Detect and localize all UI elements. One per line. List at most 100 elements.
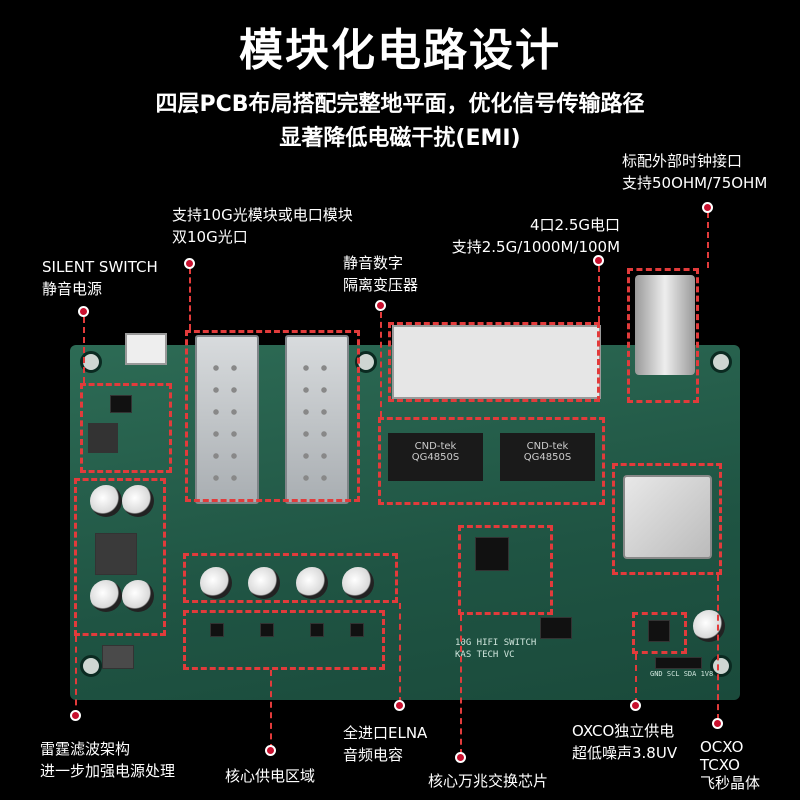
highlight-audio-caps [183, 553, 398, 603]
highlight-transformers [378, 417, 605, 505]
callout-line: OXCO独立供电 [572, 722, 675, 740]
header-pin-labels: GND SCL SDA 1V8 [650, 670, 714, 678]
rj45-port-block [392, 325, 601, 399]
highlight-ocxo-power [632, 612, 687, 654]
callout-crystal: OCXO TCXO 飞秒晶体 [700, 738, 760, 792]
pin-header [655, 657, 702, 669]
mounting-hole [710, 655, 732, 677]
audio-capacitor [248, 567, 280, 599]
regulator [260, 623, 274, 637]
callout-pin [593, 255, 604, 266]
callout-line: 全进口ELNA [343, 724, 428, 742]
callout-line: 飞秒晶体 [700, 774, 761, 792]
filter-capacitor [122, 580, 154, 612]
xfmr-brand: CND-tek [414, 441, 457, 452]
mounting-hole [80, 655, 102, 677]
leader-line [717, 575, 719, 720]
callout-line: 核心万兆交换芯片 [428, 772, 549, 790]
pcb-board: CND-tek QG4850S CND-tek QG4850S 10G HIFI… [70, 275, 740, 700]
isolation-transformer-2: CND-tek QG4850S [500, 433, 595, 481]
subtitle-line-2: 显著降低电磁干扰(EMI) [279, 126, 521, 151]
usb-c-port [125, 333, 167, 365]
xfmr-model: QG4850S [523, 452, 572, 463]
board-silkscreen: 10G HIFI SWITCH [455, 638, 537, 648]
ic-chip [540, 617, 572, 639]
callout-pin [394, 700, 405, 711]
ocxo-capacitor [693, 610, 725, 642]
regulator [350, 623, 364, 637]
callout-optical-ports: 支持10G光模块或电口模块 双10G光口 [172, 204, 353, 248]
callout-switch-chip: 核心万兆交换芯片 [428, 770, 548, 792]
xfmr-brand: CND-tek [526, 441, 569, 452]
leader-line [83, 317, 85, 383]
callout-silent-switch: SILENT SWITCH 静音电源 [42, 256, 158, 300]
leader-line [460, 615, 462, 755]
mounting-hole [710, 351, 732, 373]
callout-line: 隔离变压器 [343, 276, 419, 294]
power-module [102, 645, 134, 669]
board-silkscreen-2: KAS TECH VC [455, 650, 515, 660]
bnc-clock-connector [635, 275, 695, 375]
callout-pin [375, 300, 386, 311]
callout-pin [702, 202, 713, 213]
callout-pin [70, 710, 81, 721]
highlight-ocxo [612, 463, 722, 575]
ocxo-oscillator [623, 475, 712, 559]
highlight-rj45 [388, 322, 600, 402]
callout-core-power: 核心供电区域 [225, 765, 315, 787]
callout-line: 静音数字 [343, 254, 404, 272]
callout-line: 核心供电区域 [225, 767, 316, 785]
audio-capacitor [200, 567, 232, 599]
callout-pin [78, 306, 89, 317]
callout-line: 标配外部时钟接口 [622, 152, 743, 170]
callout-line: 静音电源 [42, 280, 103, 298]
regulator [210, 623, 224, 637]
filter-capacitor [90, 580, 122, 612]
page-title: 模块化电路设计 [239, 25, 561, 76]
highlight-switch-chip [458, 525, 553, 615]
mounting-hole [80, 351, 102, 373]
callout-pin [630, 700, 641, 711]
audio-capacitor [342, 567, 374, 599]
callout-line: 进一步加强电源处理 [40, 762, 176, 780]
callout-line: 音频电容 [343, 746, 404, 764]
callout-clock: 标配外部时钟接口 支持50OHM/75OHM [622, 150, 767, 194]
regulator [310, 623, 324, 637]
leader-line [75, 636, 77, 716]
switch-chip [475, 537, 509, 571]
callout-pin [184, 258, 195, 269]
ocxo-regulator [648, 620, 670, 642]
xfmr-model: QG4850S [411, 452, 460, 463]
leader-line [270, 670, 272, 750]
highlight-silent-switch [80, 383, 172, 473]
callout-ocxo-power: OXCO独立供电 超低噪声3.8UV [572, 720, 677, 764]
leader-line [399, 603, 401, 703]
callout-pin [455, 752, 466, 763]
callout-pin [265, 745, 276, 756]
filter-inductor [95, 533, 137, 575]
highlight-core-power [183, 610, 385, 670]
callout-line: 支持2.5G/1000M/100M [451, 238, 621, 256]
callout-line: 4口2.5G电口 [530, 216, 621, 234]
leader-line [635, 654, 637, 704]
callout-line: 雷霆滤波架构 [40, 740, 131, 758]
callout-line: SILENT SWITCH [42, 258, 158, 276]
callout-line: 支持10G光模块或电口模块 [172, 206, 353, 224]
subtitle-line-1: 四层PCB布局搭配完整地平面，优化信号传输路径 [155, 92, 645, 117]
inductor [88, 423, 118, 453]
power-ic [110, 395, 132, 413]
callout-filter: 雷霆滤波架构 进一步加强电源处理 [40, 738, 175, 782]
callout-line: 超低噪声3.8UV [572, 744, 678, 762]
sfp-cage-1 [195, 335, 259, 504]
callout-line: 双10G光口 [172, 228, 248, 246]
leader-line [598, 266, 600, 322]
sfp-cage-2 [285, 335, 349, 504]
callout-line: OCXO [700, 738, 744, 756]
callout-line: TCXO [700, 756, 740, 774]
filter-capacitor [122, 485, 154, 517]
callout-pin [712, 718, 723, 729]
highlight-bnc [627, 268, 699, 403]
audio-capacitor [296, 567, 328, 599]
leader-line [189, 268, 191, 330]
callout-25g-ports: 4口2.5G电口 支持2.5G/1000M/100M [450, 214, 620, 258]
